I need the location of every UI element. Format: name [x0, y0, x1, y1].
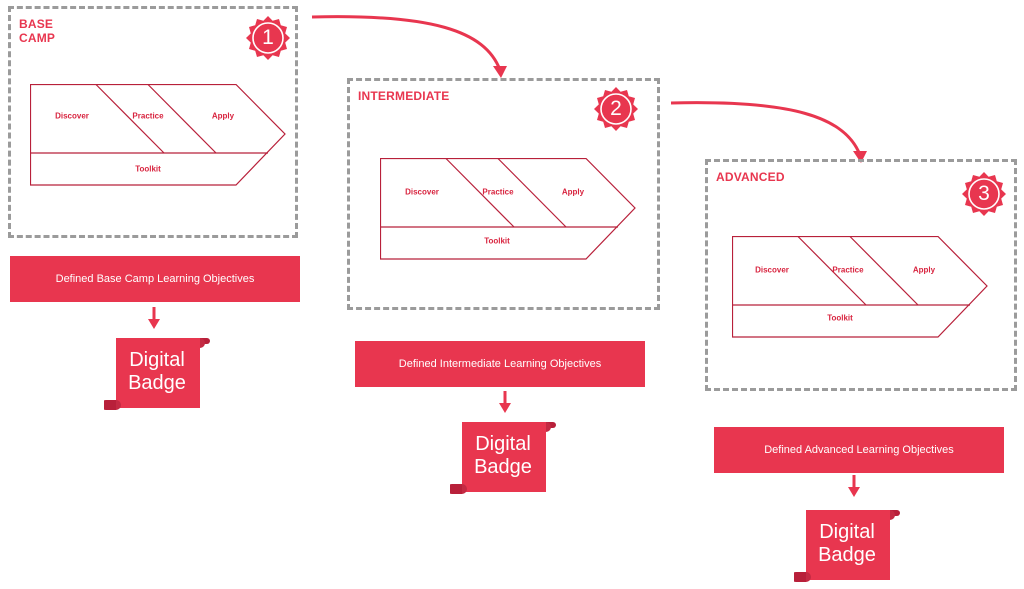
down-arrow-icon	[499, 391, 511, 413]
objective-box-base-camp: Defined Base Camp Learning Objectives	[10, 256, 300, 302]
down-arrow-icon	[148, 307, 160, 329]
connector-arrowhead-1-2	[493, 66, 507, 78]
step-label-apply: Apply	[561, 187, 585, 197]
badge-text: Digital Badge	[116, 340, 198, 404]
process-chevron-diagram	[732, 236, 988, 338]
seal-shape	[962, 172, 1006, 216]
toolkit-label: Toolkit	[484, 236, 510, 246]
down-arrow-icon	[848, 475, 860, 497]
step-label-discover: Discover	[405, 187, 439, 197]
seal-shape	[246, 16, 290, 60]
scroll-badge-icon	[101, 338, 210, 410]
scroll-badge-icon	[447, 422, 556, 494]
badge-line-2: Badge	[818, 544, 876, 566]
process-chevron-diagram	[380, 158, 636, 260]
objective-box-advanced: Defined Advanced Learning Objectives	[714, 427, 1004, 473]
connector-arrow-2-3	[670, 101, 862, 156]
step-label-practice: Practice	[132, 111, 164, 121]
number-seal-icon: 2	[593, 86, 639, 132]
process-chevron-diagram	[30, 84, 286, 186]
step-label-discover: Discover	[755, 265, 789, 275]
stage-frame	[705, 159, 1017, 391]
digital-badge-base-camp: Digital Badge	[101, 334, 212, 412]
badge-text: Digital Badge	[806, 512, 888, 576]
step-label-apply: Apply	[912, 265, 936, 275]
stage-frame	[8, 6, 298, 238]
stage-title: INTERMEDIATE	[358, 89, 450, 103]
step-label-practice: Practice	[482, 187, 514, 197]
stage-frame	[347, 78, 660, 310]
seal-shape	[594, 87, 638, 131]
stage-number: 2	[610, 97, 622, 120]
number-seal-icon: 3	[961, 171, 1007, 217]
stage-number: 3	[978, 182, 990, 205]
badge-line-2: Badge	[474, 456, 532, 478]
stage-title: BASE CAMP	[19, 17, 56, 45]
stage-number: 1	[262, 26, 274, 49]
step-label-practice: Practice	[832, 265, 864, 275]
step-label-discover: Discover	[55, 111, 89, 121]
badge-line-2: Badge	[128, 372, 186, 394]
digital-badge-intermediate: Digital Badge	[447, 418, 558, 496]
objective-box-intermediate: Defined Intermediate Learning Objectives	[355, 341, 645, 387]
number-seal-icon: 1	[245, 15, 291, 61]
digital-badge-advanced: Digital Badge	[791, 506, 902, 584]
badge-line-1: Digital	[129, 349, 185, 371]
step-label-apply: Apply	[211, 111, 235, 121]
badge-line-1: Digital	[475, 433, 531, 455]
connector-arrowhead-2-3	[853, 151, 867, 163]
badge-text: Digital Badge	[462, 424, 544, 488]
scroll-badge-icon	[791, 510, 900, 582]
toolkit-label: Toolkit	[827, 313, 853, 323]
stage-title: ADVANCED	[716, 170, 785, 184]
badge-line-1: Digital	[819, 521, 875, 543]
toolkit-label: Toolkit	[135, 164, 161, 174]
connector-arrow-1-2	[311, 15, 502, 71]
